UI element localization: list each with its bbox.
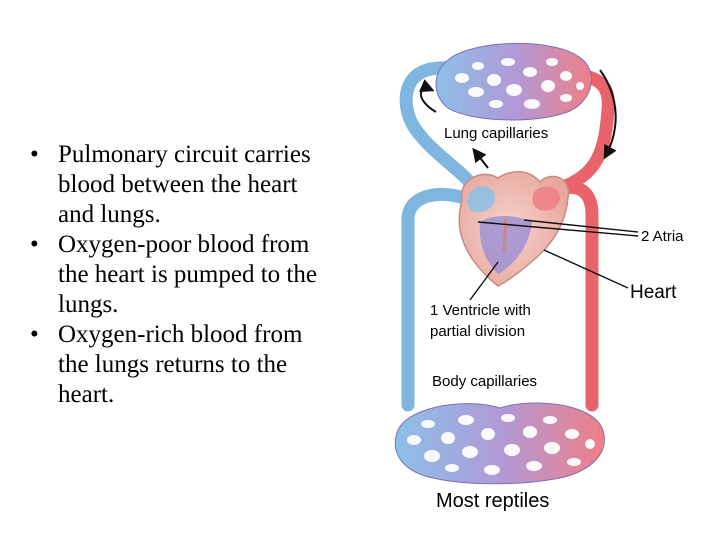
- flow-arrow-up-left: [472, 147, 489, 169]
- right-atrium: [467, 186, 495, 213]
- bullet-list: Pulmonary circuit carries blood between …: [28, 140, 328, 410]
- body-capillaries-label: Body capillaries: [432, 373, 537, 390]
- vessel-red-lung-return: [528, 68, 615, 202]
- left-atrium: [532, 186, 560, 211]
- vessel-blue-lung-loop: [399, 61, 485, 202]
- atria-leader-line-1: [477, 221, 639, 237]
- ventricle: [479, 216, 532, 274]
- ventricle-label-line1: 1 Ventricle with: [430, 302, 531, 319]
- atria-leader-line-2: [523, 219, 639, 233]
- atria-label: 2 Atria: [641, 228, 684, 245]
- bullet-oxygen-poor: Oxygen-poor blood from the heart is pump…: [28, 230, 328, 320]
- flow-arrow-from-lungs: [599, 69, 617, 160]
- diagram-caption: Most reptiles: [436, 490, 549, 512]
- lung-capillaries-label: Lung capillaries: [444, 125, 548, 142]
- ventricle-leader-line: [469, 261, 499, 301]
- lung-capillary-bed: [435, 42, 592, 121]
- body-capillary-bed: [394, 402, 605, 485]
- bullet-oxygen-rich: Oxygen-rich blood from the lungs returns…: [28, 320, 328, 410]
- heart-leader-line: [543, 249, 629, 289]
- bullet-pulmonary-circuit: Pulmonary circuit carries blood between …: [28, 140, 328, 230]
- flow-arrow-to-lungs: [418, 79, 437, 113]
- heart: [458, 171, 570, 287]
- heart-label: Heart: [630, 282, 677, 303]
- ventricle-label-line2: partial division: [430, 323, 525, 340]
